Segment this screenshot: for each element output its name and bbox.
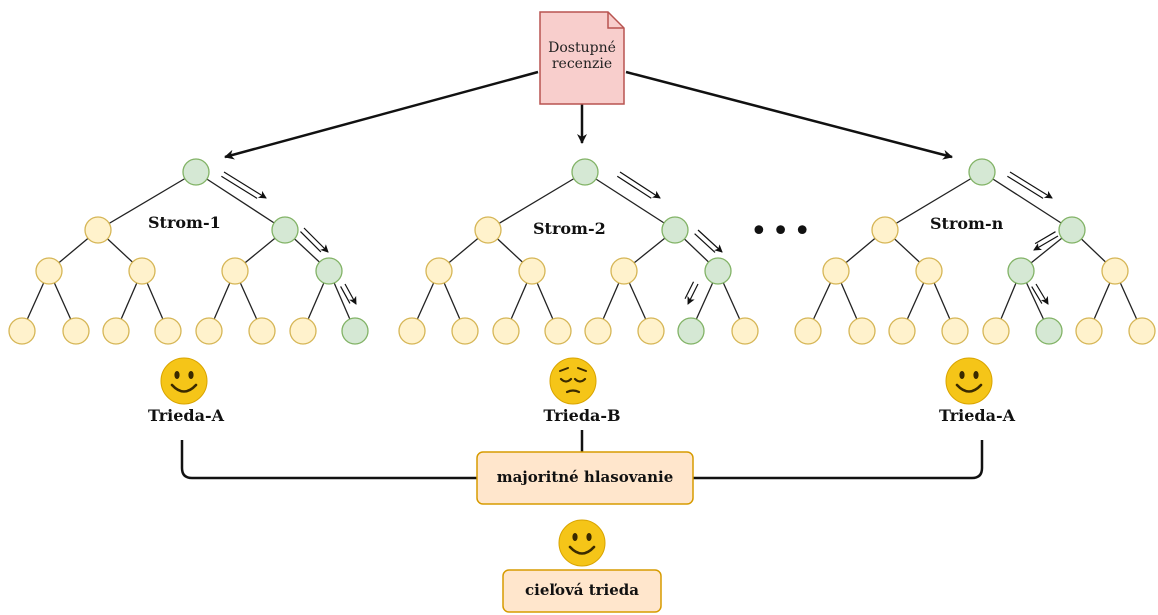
traversal-arrow [303, 227, 329, 253]
traversal-arrow-parallel [1007, 175, 1044, 199]
source-label-line-1: Dostupné [548, 40, 616, 56]
tree-node [35, 257, 63, 285]
voting-label: majoritné hlasovanie [496, 468, 674, 486]
decision-path-node [1058, 216, 1086, 244]
target-box [502, 569, 662, 613]
tree-node [451, 317, 479, 345]
decision-path-node [571, 158, 599, 186]
tree-edge [97, 171, 197, 231]
tree-node [62, 317, 90, 345]
tree-1 [8, 158, 369, 345]
source-label-line-2: recenzie [551, 56, 613, 73]
traversal-arrow-parallel [616, 175, 652, 199]
tree-3 [794, 158, 1156, 345]
tree-node [84, 216, 112, 244]
tree-node [492, 317, 520, 345]
tree-node [8, 317, 36, 345]
traversal-arrow [619, 171, 661, 199]
tree-edge [884, 171, 983, 231]
tree-2-label: Strom-2 [533, 219, 606, 238]
tree-node [888, 317, 916, 345]
decision-path-node [661, 216, 689, 244]
tree-node [794, 317, 822, 345]
decision-path-node [341, 317, 369, 345]
traversal-arrow [687, 283, 699, 305]
target-label: cieľová trieda [524, 581, 640, 599]
tree-node [102, 317, 130, 345]
traversal-arrow-parallel [684, 281, 695, 300]
traversal-arrow [223, 171, 267, 199]
traversal-arrow-parallel [221, 175, 258, 199]
tree-2 [398, 158, 759, 345]
decision-path-node [1035, 317, 1063, 345]
tree-node [518, 257, 546, 285]
tree-node [941, 317, 969, 345]
source-document-label: Dostupné recenzie [540, 40, 624, 72]
tree-n-result: Trieda-A [938, 406, 1016, 425]
tree-node [848, 317, 876, 345]
tree-node [822, 257, 850, 285]
decision-path-node [704, 257, 732, 285]
traversal-arrow [697, 229, 723, 253]
target-smile-icon [558, 519, 606, 567]
tree-node [128, 257, 156, 285]
emoji-layer [160, 357, 993, 567]
tree-node [248, 317, 276, 345]
tree-node [915, 257, 943, 285]
tree-n-label: Strom-n [930, 214, 1004, 233]
tree-node [474, 216, 502, 244]
decision-path-node [677, 317, 705, 345]
tree-node [398, 317, 426, 345]
voting-box [476, 451, 694, 505]
tree-edge [981, 171, 1073, 231]
tree-node [425, 257, 453, 285]
tree-node [544, 317, 572, 345]
decision-path-node [968, 158, 996, 186]
trees-layer [8, 158, 1156, 345]
source-document [539, 11, 625, 105]
tree-node [1075, 317, 1103, 345]
tree-node [221, 257, 249, 285]
tree-node [1128, 317, 1156, 345]
traversal-arrow-parallel [300, 231, 322, 253]
tree-node [871, 216, 899, 244]
tree-node [154, 317, 182, 345]
tree-node [637, 317, 665, 345]
decision-path-node [1007, 257, 1035, 285]
document-fold [607, 12, 624, 29]
tree-node [584, 317, 612, 345]
traversal-arrow-parallel [1031, 286, 1043, 304]
tree-2-result-pensive-icon [549, 357, 597, 405]
traversal-arrow [1033, 235, 1059, 251]
arrow-to-tree-1 [224, 70, 539, 160]
tree-node [289, 317, 317, 345]
tree-1-result: Trieda-A [147, 406, 225, 425]
traversal-arrow [1009, 171, 1053, 199]
tree-n-result-smile-icon [945, 357, 993, 405]
decision-path-node [315, 257, 343, 285]
traversal-arrow [1035, 283, 1049, 305]
decision-path-node [182, 158, 210, 186]
tree-edge [584, 171, 676, 231]
tree-1-result-smile-icon [160, 357, 208, 405]
tree-node [195, 317, 223, 345]
tree-edge [487, 171, 586, 231]
tree-2-result: Trieda-B [543, 406, 621, 425]
tree-node [610, 257, 638, 285]
document-shape [539, 11, 625, 105]
tree-1-label: Strom-1 [148, 213, 221, 232]
traversal-arrow-parallel [694, 233, 716, 253]
arrow-to-tree-n [625, 70, 953, 160]
traversal-arrow [344, 283, 357, 305]
tree-node [982, 317, 1010, 345]
tree-edge [195, 171, 286, 231]
tree-node [1101, 257, 1129, 285]
more-trees-ellipsis: ••• [750, 214, 816, 249]
tree-node [731, 317, 759, 345]
traversal-arrow-parallel [1034, 231, 1056, 245]
traversal-arrow-parallel [340, 286, 351, 304]
decision-path-node [271, 216, 299, 244]
